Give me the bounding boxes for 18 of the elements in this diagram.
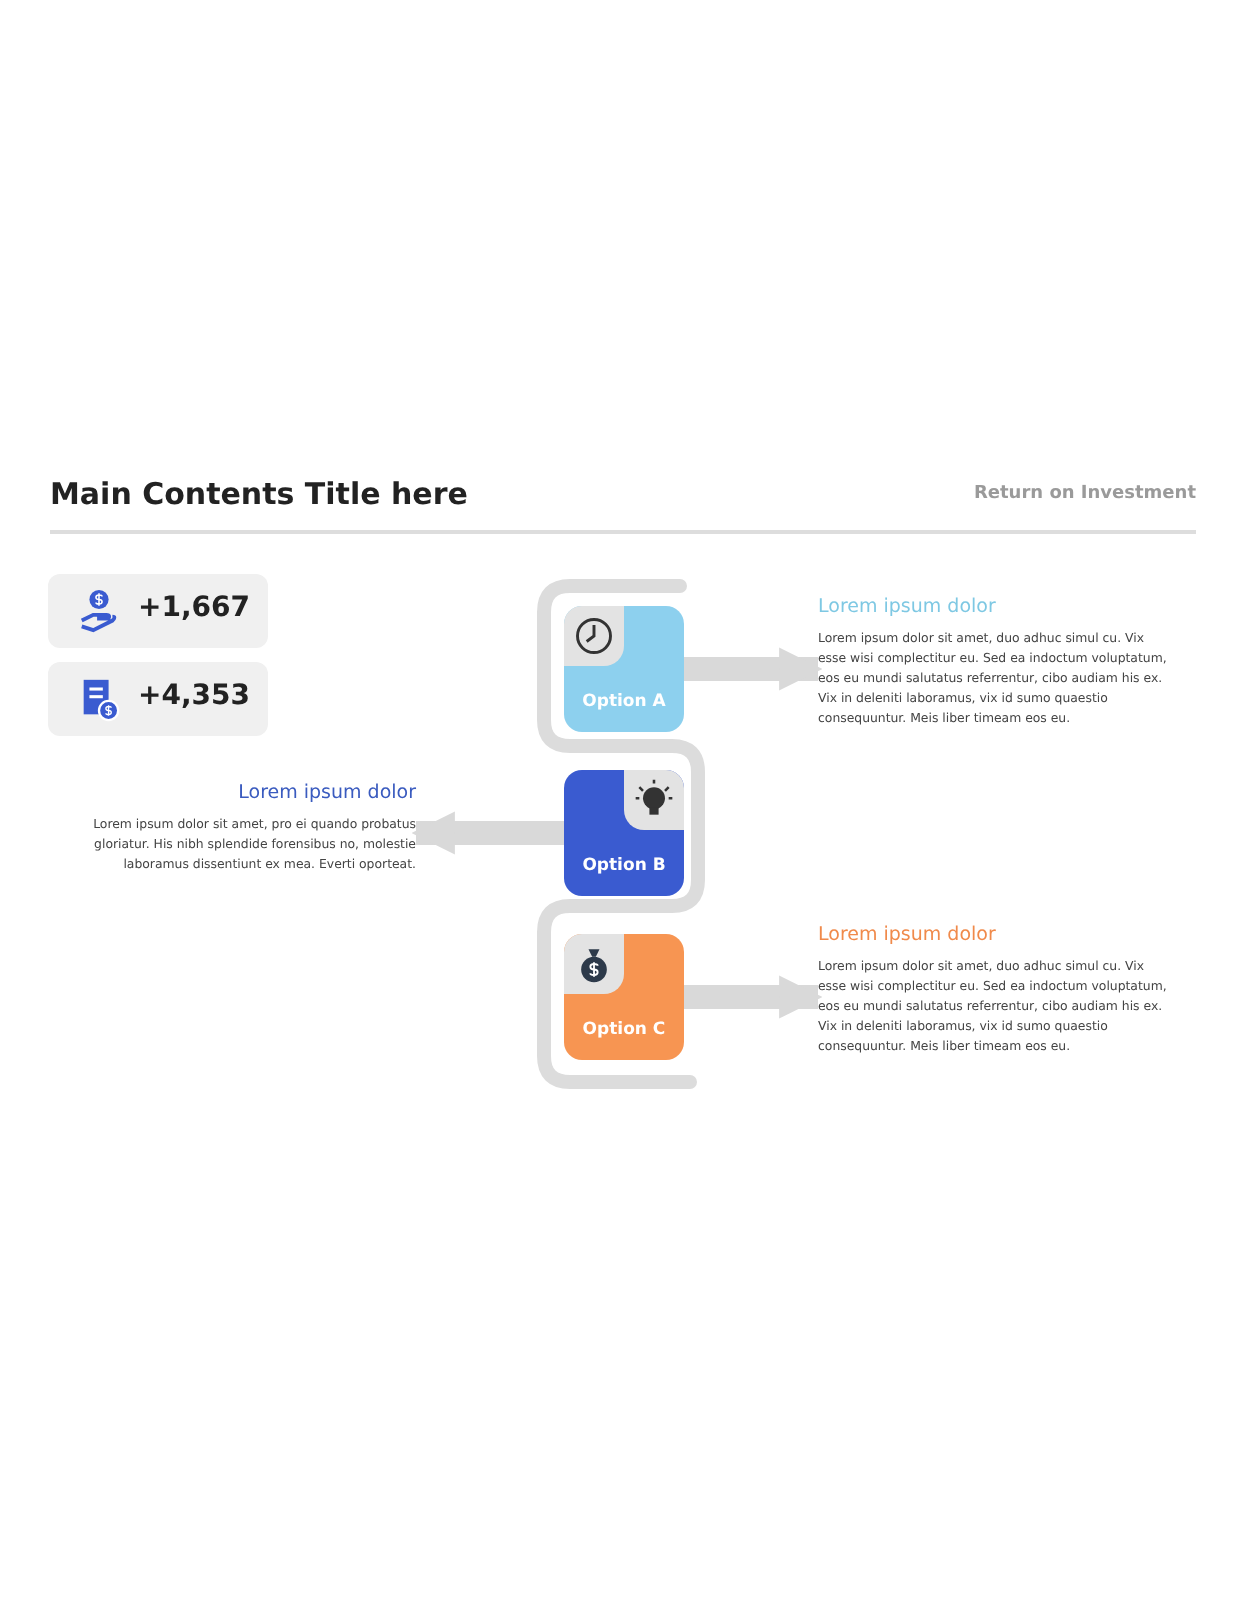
slide-title: Main Contents Title here <box>50 476 468 512</box>
text-heading: Lorem ipsum dolor <box>236 782 416 804</box>
option-card <box>564 606 684 732</box>
text-heading: Lorem ipsum dolor <box>818 924 998 946</box>
arrow <box>411 811 564 855</box>
option-card <box>564 770 684 896</box>
arrow <box>684 647 823 691</box>
stat-card <box>48 662 268 736</box>
stat-value: +4,353 <box>138 680 251 712</box>
subtitle: Return on Investment <box>973 484 1196 504</box>
arrow <box>684 975 823 1019</box>
stat-value: +1,667 <box>138 592 251 624</box>
text-heading: Lorem ipsum dolor <box>818 596 998 618</box>
option-label: Option A <box>580 692 668 712</box>
stat-card <box>48 574 268 648</box>
option-label: Option B <box>580 856 668 876</box>
option-card <box>564 934 684 1060</box>
option-label: Option C <box>580 1020 668 1040</box>
